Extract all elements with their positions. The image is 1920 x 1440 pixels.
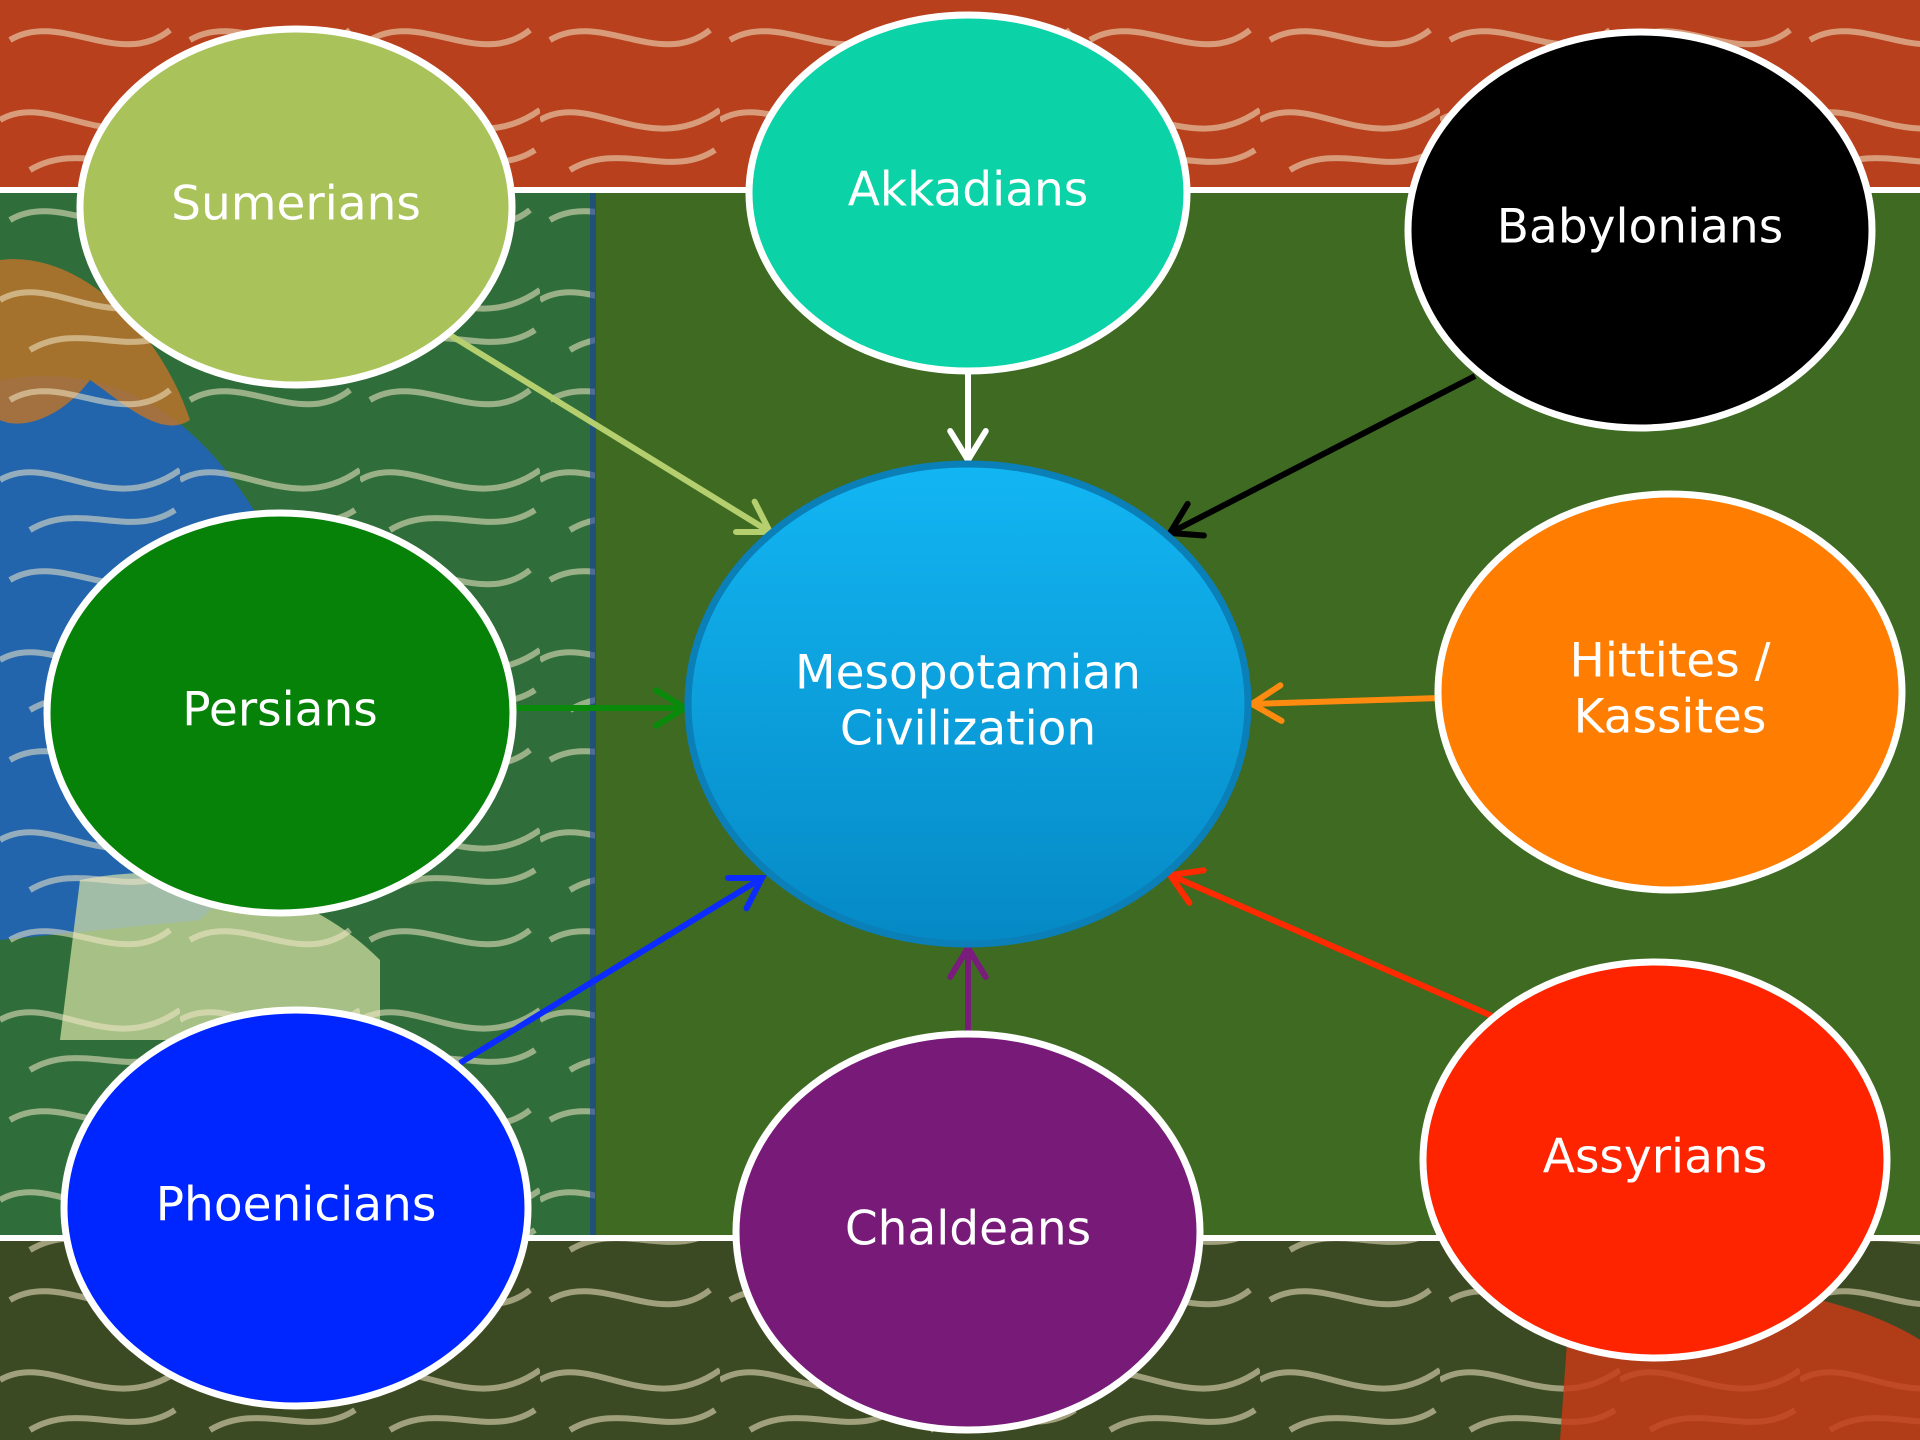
node-assyrians: Assyrians — [1423, 962, 1887, 1358]
node-persians-label: Persians — [182, 683, 378, 738]
node-chaldeans-label: Chaldeans — [845, 1202, 1091, 1257]
node-persians: Persians — [47, 513, 513, 913]
center-node-mesopotamian-civilization-label: Mesopotamian — [795, 646, 1141, 701]
node-sumerians-label: Sumerians — [171, 177, 421, 232]
node-akkadians: Akkadians — [749, 15, 1187, 371]
center-node-mesopotamian-civilization-label: Civilization — [840, 702, 1096, 757]
node-phoenicians-label: Phoenicians — [156, 1178, 437, 1233]
node-phoenicians: Phoenicians — [64, 1010, 528, 1406]
node-akkadians-label: Akkadians — [848, 163, 1089, 218]
node-hittites-kassites-label: Hittites / — [1570, 634, 1771, 689]
node-babylonians-label: Babylonians — [1497, 200, 1783, 255]
node-hittites-kassites: Hittites /Kassites — [1438, 494, 1902, 890]
node-hittites-kassites-label: Kassites — [1574, 690, 1767, 745]
node-assyrians-label: Assyrians — [1543, 1130, 1767, 1185]
node-chaldeans: Chaldeans — [736, 1034, 1200, 1430]
node-sumerians: Sumerians — [80, 29, 512, 385]
node-babylonians: Babylonians — [1408, 32, 1872, 428]
panel-edge — [590, 193, 596, 1238]
